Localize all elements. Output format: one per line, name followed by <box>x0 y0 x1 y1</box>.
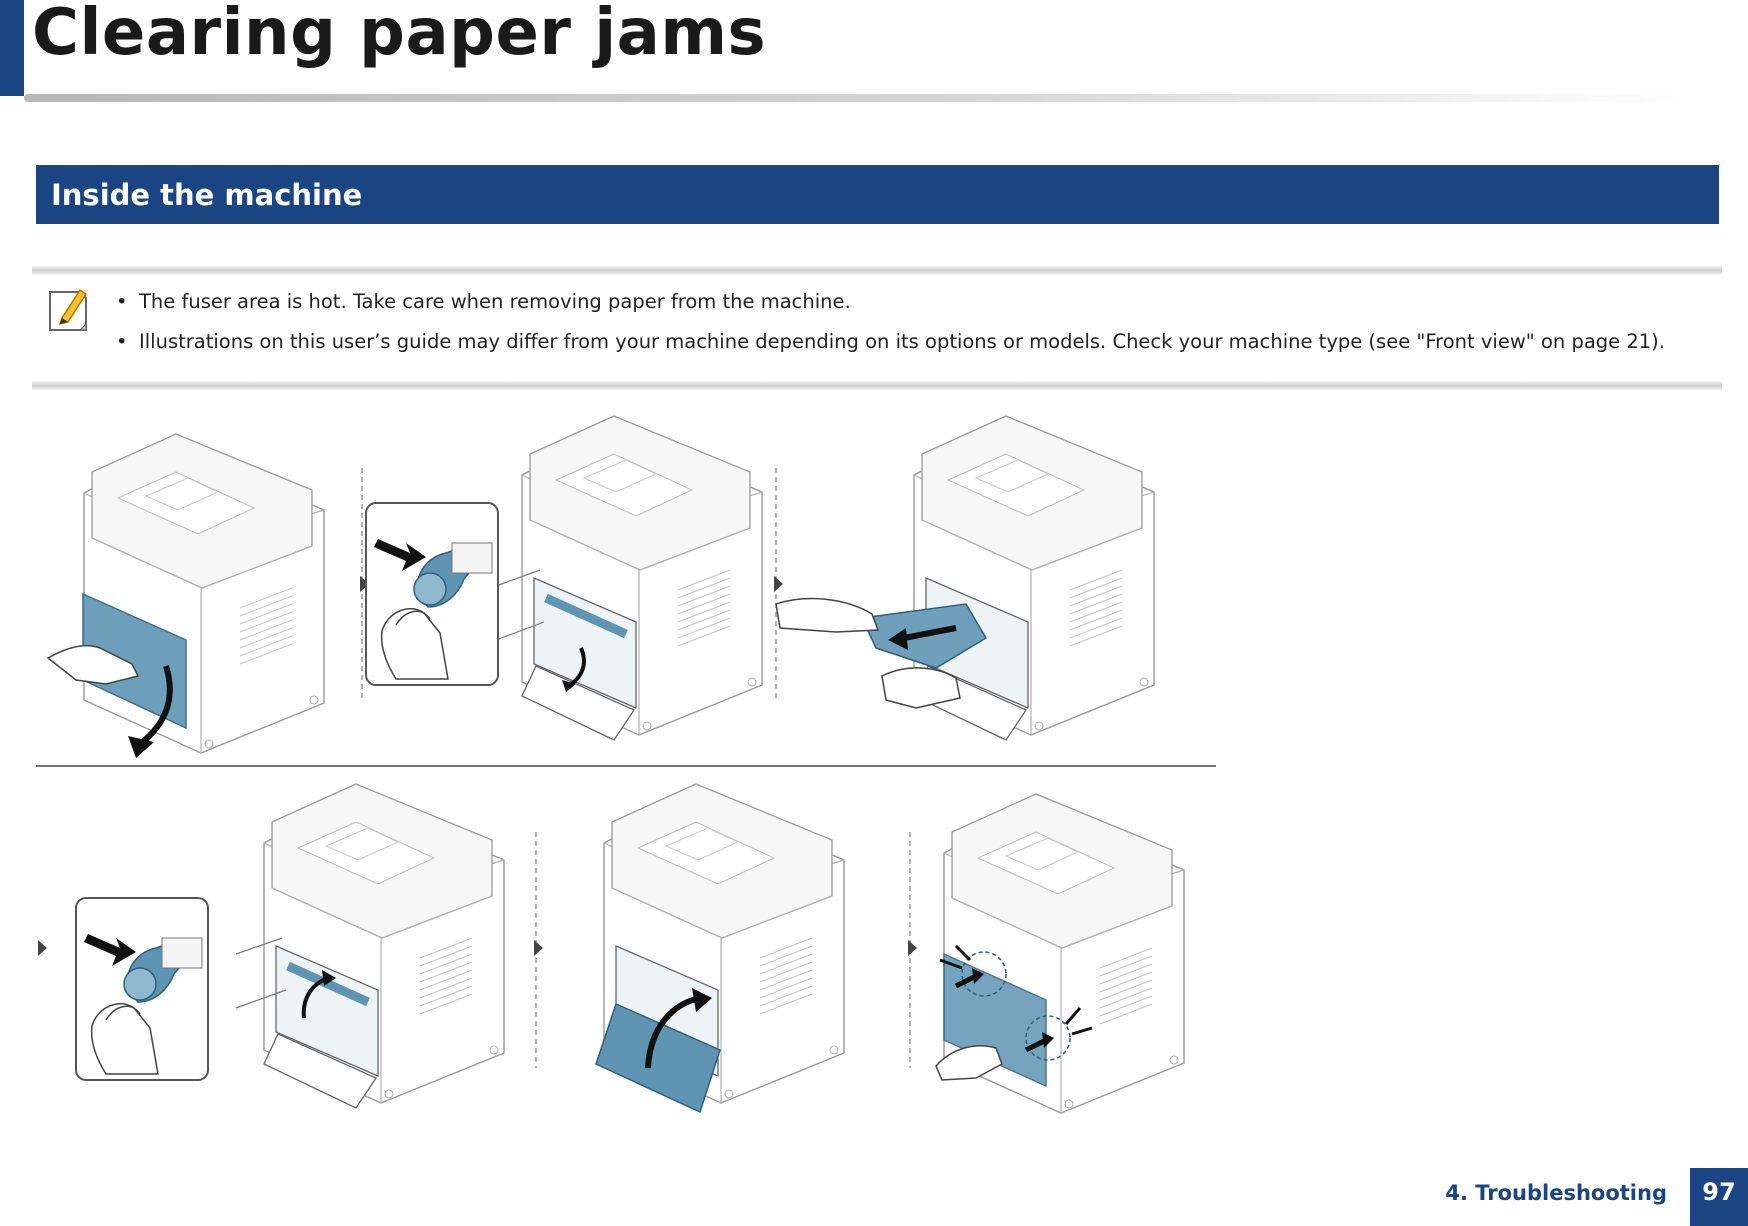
triangle-right-icon <box>908 940 917 956</box>
title-divider <box>24 94 1684 102</box>
note-item: • The fuser area is hot. Take care when r… <box>116 286 1665 326</box>
bullet: • <box>116 290 128 313</box>
footer-chapter: 4. Troubleshooting <box>1445 1181 1667 1205</box>
triangle-right-icon <box>534 940 543 956</box>
step-1-open-side-cover <box>46 433 325 758</box>
pencil-note-icon <box>49 288 88 331</box>
section-header: Inside the machine <box>36 165 1719 224</box>
section-title: Inside the machine <box>51 177 363 212</box>
step-2-release-fuser-levers <box>365 415 763 741</box>
step-4-lower-fuser-levers <box>75 783 505 1109</box>
triangle-right-icon <box>774 576 783 592</box>
page-title: Clearing paper jams <box>32 0 767 70</box>
page-number: 97 <box>1690 1168 1748 1226</box>
curved-arrow-icon <box>138 665 173 747</box>
step-5-close-inner-cover <box>595 783 845 1114</box>
bullet: • <box>116 330 128 353</box>
triangle-right-icon <box>38 940 47 956</box>
note-bottom-rule <box>32 381 1722 390</box>
title-accent-bar <box>0 0 24 96</box>
note-list: • The fuser area is hot. Take care when r… <box>116 286 1665 366</box>
step-3-remove-jammed-paper <box>775 415 1155 741</box>
paper-jam-illustration <box>36 415 1216 1114</box>
note-top-rule <box>32 266 1722 275</box>
note-item: • Illustrations on this user’s guide may … <box>116 326 1665 366</box>
note-text: Illustrations on this user’s guide may d… <box>139 330 1665 353</box>
note-text: The fuser area is hot. Take care when re… <box>139 290 851 313</box>
step-6-close-side-cover <box>935 793 1185 1114</box>
